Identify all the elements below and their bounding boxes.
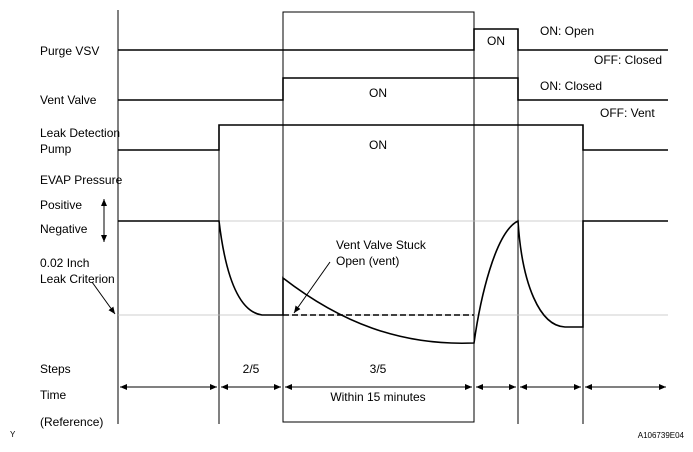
- negative-label: Negative: [40, 222, 88, 236]
- time-window-label: Within 15 minutes: [330, 390, 425, 404]
- vent-valve-signal: [118, 77, 668, 101]
- leak-criterion-label-line1: 0.02 Inch: [40, 256, 89, 270]
- stuck-open-leader-arrow: [293, 261, 331, 314]
- stuck-open-annotation-line2: Open (vent): [336, 254, 399, 268]
- figure-id: A106739E04: [638, 431, 685, 440]
- leak-pump-label-line1: Leak Detection: [40, 126, 120, 140]
- pump-on-label: ON: [369, 138, 387, 152]
- vent-off-meaning: OFF: Vent: [600, 106, 655, 120]
- leak-pump-signal: [118, 124, 668, 151]
- purge-vsv-label: Purge VSV: [40, 44, 99, 58]
- purge-vsv-signal: [118, 28, 668, 51]
- time-label: Time: [40, 388, 67, 402]
- leak-criterion-label-line2: Leak Criterion: [40, 272, 115, 286]
- stuck-open-annotation-line1: Vent Valve Stuck: [336, 238, 427, 252]
- steps-label: Steps: [40, 362, 71, 376]
- vent-valve-label: Vent Valve: [40, 93, 97, 107]
- vent-on-label: ON: [369, 86, 387, 100]
- reference-label: (Reference): [40, 415, 103, 429]
- evap-pressure-curve: [118, 219, 668, 345]
- leak-criterion-leader-arrow: [91, 281, 116, 315]
- purge-on-meaning: ON: Open: [540, 24, 594, 38]
- step-label-3-5: 3/5: [370, 362, 387, 376]
- step-label-2-5: 2/5: [243, 362, 260, 376]
- evap-pressure-label: EVAP Pressure: [40, 173, 123, 187]
- purge-off-meaning: OFF: Closed: [594, 53, 662, 67]
- step3-window-frame: [282, 11, 475, 423]
- corner-letter: Y: [10, 430, 16, 439]
- purge-on-label: ON: [487, 34, 505, 48]
- vent-on-meaning: ON: Closed: [540, 79, 602, 93]
- leak-pump-label-line2: Pump: [40, 142, 72, 156]
- positive-label: Positive: [40, 198, 82, 212]
